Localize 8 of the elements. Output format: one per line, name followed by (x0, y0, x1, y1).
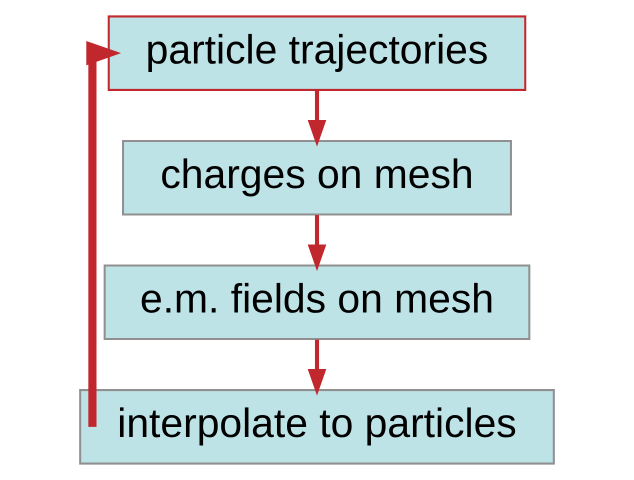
arrow (308, 90, 326, 147)
node-box: charges on mesh (122, 140, 512, 216)
arrow (308, 340, 326, 396)
arrow (308, 215, 326, 272)
node-box: particle trajectories (108, 15, 526, 91)
arrow (86, 41, 122, 427)
node-box: interpolate to particles (79, 389, 555, 465)
node-box: e.m. fields on mesh (104, 264, 530, 340)
